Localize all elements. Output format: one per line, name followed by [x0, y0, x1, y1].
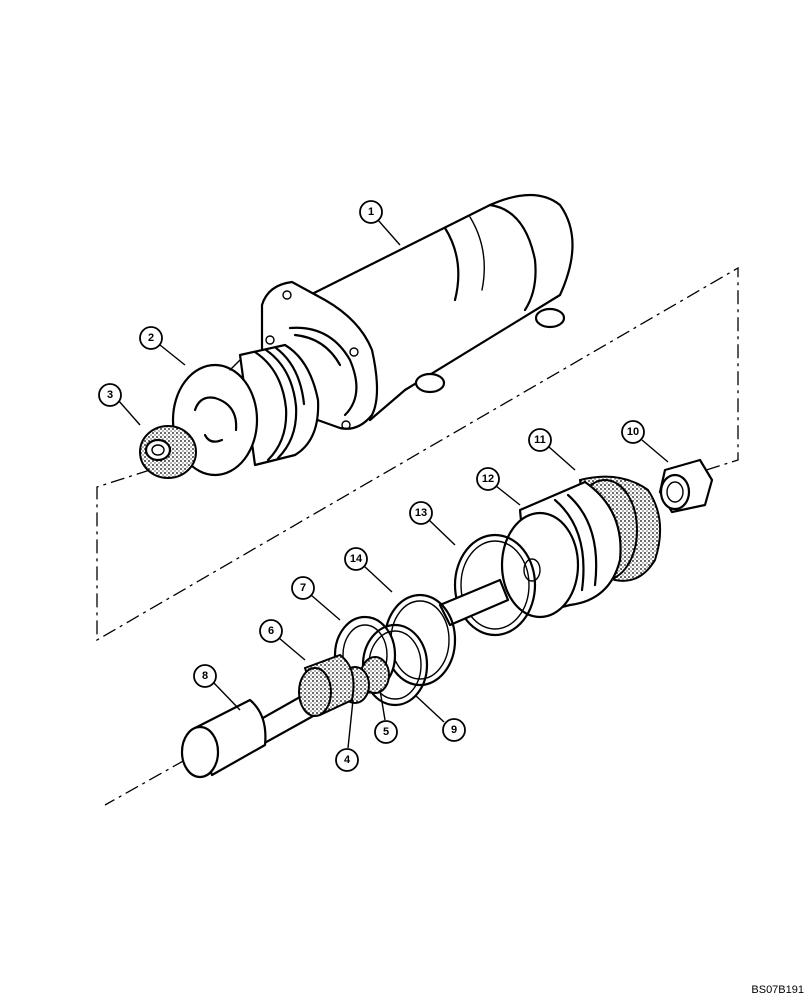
- svg-text:5: 5: [383, 726, 389, 738]
- callout-5: 5: [374, 689, 398, 744]
- svg-text:3: 3: [107, 389, 113, 401]
- svg-text:2: 2: [148, 332, 154, 344]
- part-12-piston-body: [500, 480, 622, 619]
- callout-14: 14: [344, 547, 393, 593]
- svg-text:4: 4: [344, 754, 351, 766]
- svg-text:1: 1: [368, 206, 374, 218]
- svg-text:7: 7: [300, 582, 306, 594]
- svg-text:14: 14: [350, 553, 363, 565]
- callout-1: 1: [359, 200, 401, 246]
- callout-10: 10: [621, 420, 669, 463]
- drawing-reference-code: BS07B191: [751, 984, 804, 996]
- part-3-wiper-seal: [139, 425, 197, 479]
- callout-11: 11: [528, 428, 576, 471]
- svg-text:12: 12: [482, 473, 494, 485]
- callout-9: 9: [414, 694, 466, 742]
- part-10-nut: [658, 458, 714, 514]
- callout-4: 4: [335, 699, 359, 772]
- callout-3: 3: [98, 383, 141, 426]
- svg-text:13: 13: [415, 507, 427, 519]
- svg-text:8: 8: [202, 670, 208, 682]
- part-6-bushing: [298, 653, 355, 717]
- svg-text:11: 11: [534, 434, 546, 446]
- part-13-o-ring: [453, 533, 537, 637]
- part-8-rod-end: [180, 698, 267, 779]
- callout-7: 7: [291, 576, 341, 621]
- callout-13: 13: [409, 501, 456, 546]
- svg-text:10: 10: [627, 426, 639, 438]
- svg-text:9: 9: [451, 724, 457, 736]
- callout-6: 6: [259, 619, 306, 661]
- callout-12: 12: [476, 467, 521, 506]
- callout-8: 8: [193, 664, 241, 711]
- callout-2: 2: [139, 326, 186, 366]
- svg-text:6: 6: [268, 625, 274, 637]
- assembly-guide-lines: [96, 266, 739, 806]
